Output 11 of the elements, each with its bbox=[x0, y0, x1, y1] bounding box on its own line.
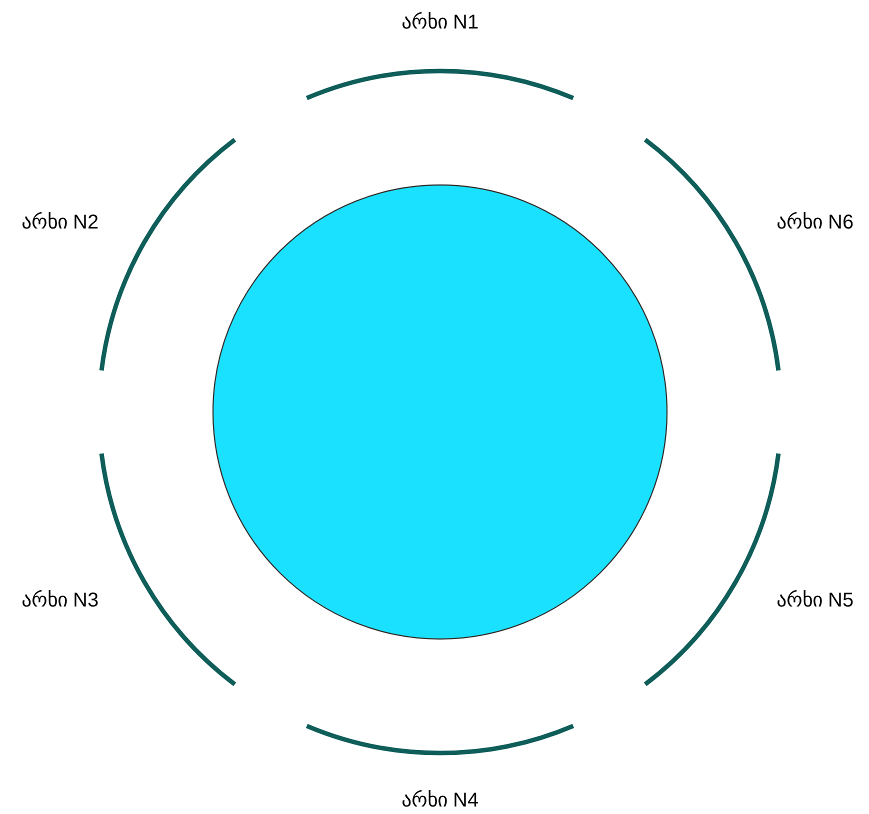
arc-segment bbox=[99, 138, 236, 371]
arc-segment bbox=[306, 69, 574, 100]
arc-segment bbox=[306, 724, 574, 755]
arc-label: არხი N5 bbox=[776, 588, 854, 612]
arc-label: არხი N3 bbox=[21, 588, 99, 612]
arc-label: არხი N2 bbox=[21, 210, 99, 234]
arc-label: არხი N1 bbox=[401, 10, 479, 34]
circle bbox=[212, 184, 668, 640]
arc-label: არხი N4 bbox=[401, 788, 479, 812]
arc-label: არხი N6 bbox=[776, 210, 854, 234]
arc-segment bbox=[99, 453, 236, 686]
